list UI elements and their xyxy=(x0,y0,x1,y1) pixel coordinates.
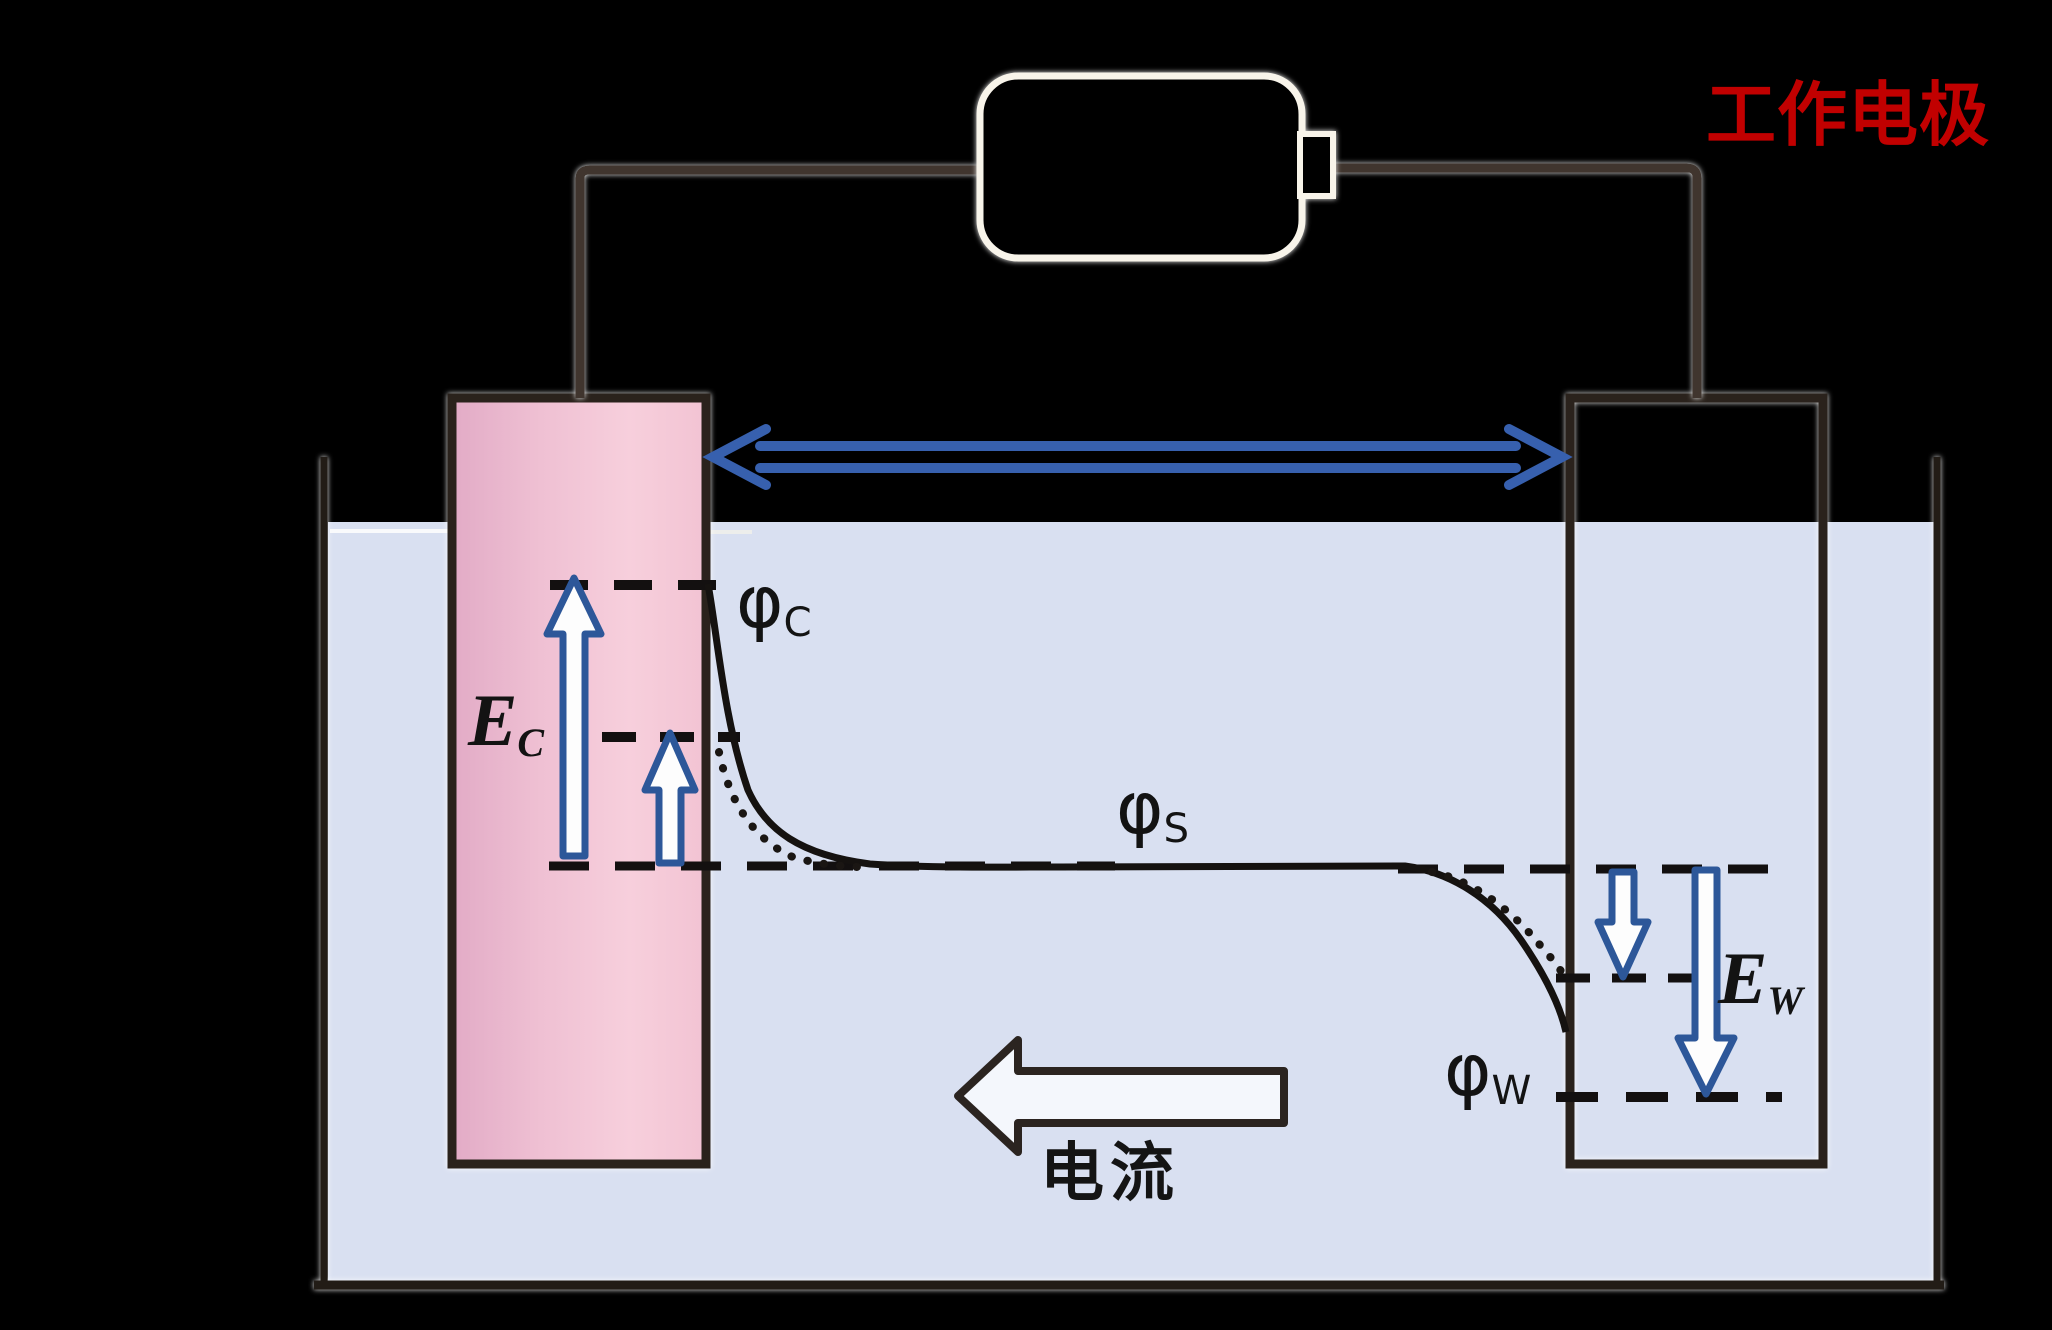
potential-profile-dotted-curve-left xyxy=(715,748,862,871)
current-label-text: 电流 xyxy=(1040,1137,1180,1211)
wire-right xyxy=(1333,163,1702,398)
phi-c-sub: C xyxy=(783,598,812,646)
current-label: 电流 xyxy=(1040,1142,1180,1206)
phi-w-sub: W xyxy=(1491,1066,1532,1114)
phi-c-base: φ xyxy=(736,560,784,644)
ew-sub: W xyxy=(1767,978,1803,1024)
phi-w-label: φW xyxy=(1444,1034,1531,1111)
ec-up-arrow-icon xyxy=(543,574,605,860)
ec-sub: C xyxy=(517,720,545,766)
phi-s-base: φ xyxy=(1116,766,1164,850)
potential-profile-dotted-curve-right xyxy=(1428,868,1567,979)
circuit-wires xyxy=(575,163,1702,398)
phi-s-label: φS xyxy=(1116,772,1189,849)
double-headed-arrow-icon xyxy=(702,424,1573,490)
power-supply xyxy=(976,72,1336,262)
power-supply-box xyxy=(976,72,1306,262)
wire-left xyxy=(575,165,978,398)
working-electrode-title-text: 工作电极 xyxy=(1706,74,1990,156)
ew-label: EW xyxy=(1718,942,1803,1021)
ew-base: E xyxy=(1718,938,1768,1020)
current-direction-arrow-icon xyxy=(954,1036,1288,1156)
ec-label: EC xyxy=(468,684,544,763)
phi-s-sub: S xyxy=(1163,804,1190,852)
ew-down-arrow-icon xyxy=(1674,866,1738,1098)
container-outline xyxy=(314,457,1944,1290)
potential-profile-solid-curve xyxy=(704,583,1570,1033)
phi-w-base: φ xyxy=(1444,1028,1492,1112)
ec-base: E xyxy=(468,680,518,762)
power-supply-terminal xyxy=(1297,131,1336,199)
working-electrode-title: 工作电极 xyxy=(1706,80,1990,150)
inner-down-arrow-icon xyxy=(1594,868,1652,981)
inner-up-arrow-icon xyxy=(641,729,699,867)
phi-c-label: φC xyxy=(736,566,812,643)
